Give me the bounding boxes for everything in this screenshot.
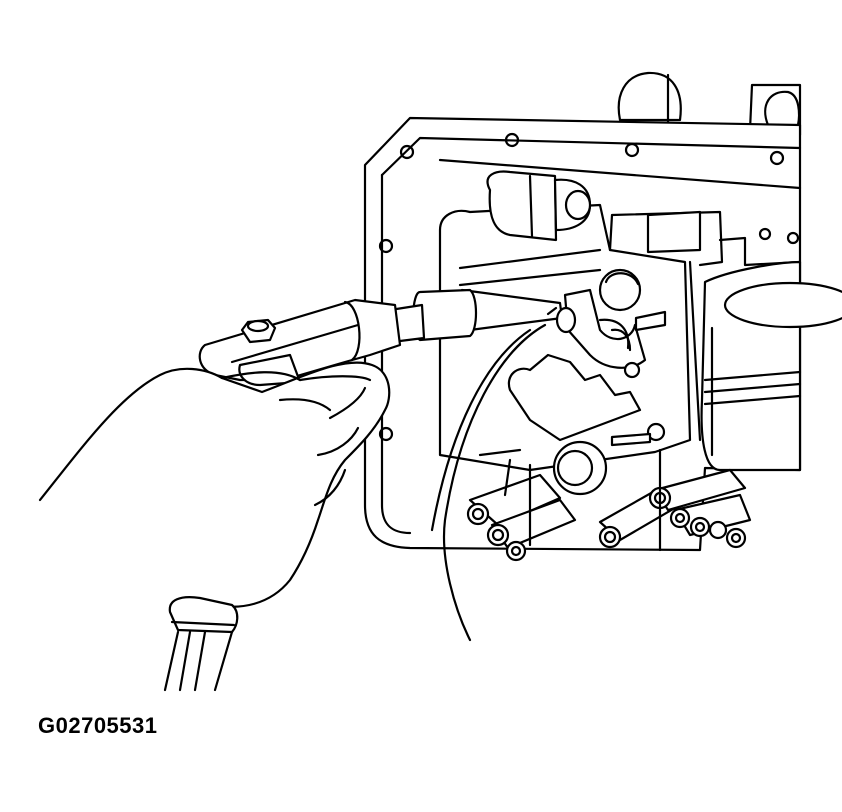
transmission-case [363, 71, 842, 562]
hand [38, 361, 391, 608]
supply-hose [163, 596, 239, 692]
fluid-tubes [466, 468, 752, 562]
figure-code: G02705531 [38, 713, 158, 738]
air-hose [430, 323, 547, 642]
